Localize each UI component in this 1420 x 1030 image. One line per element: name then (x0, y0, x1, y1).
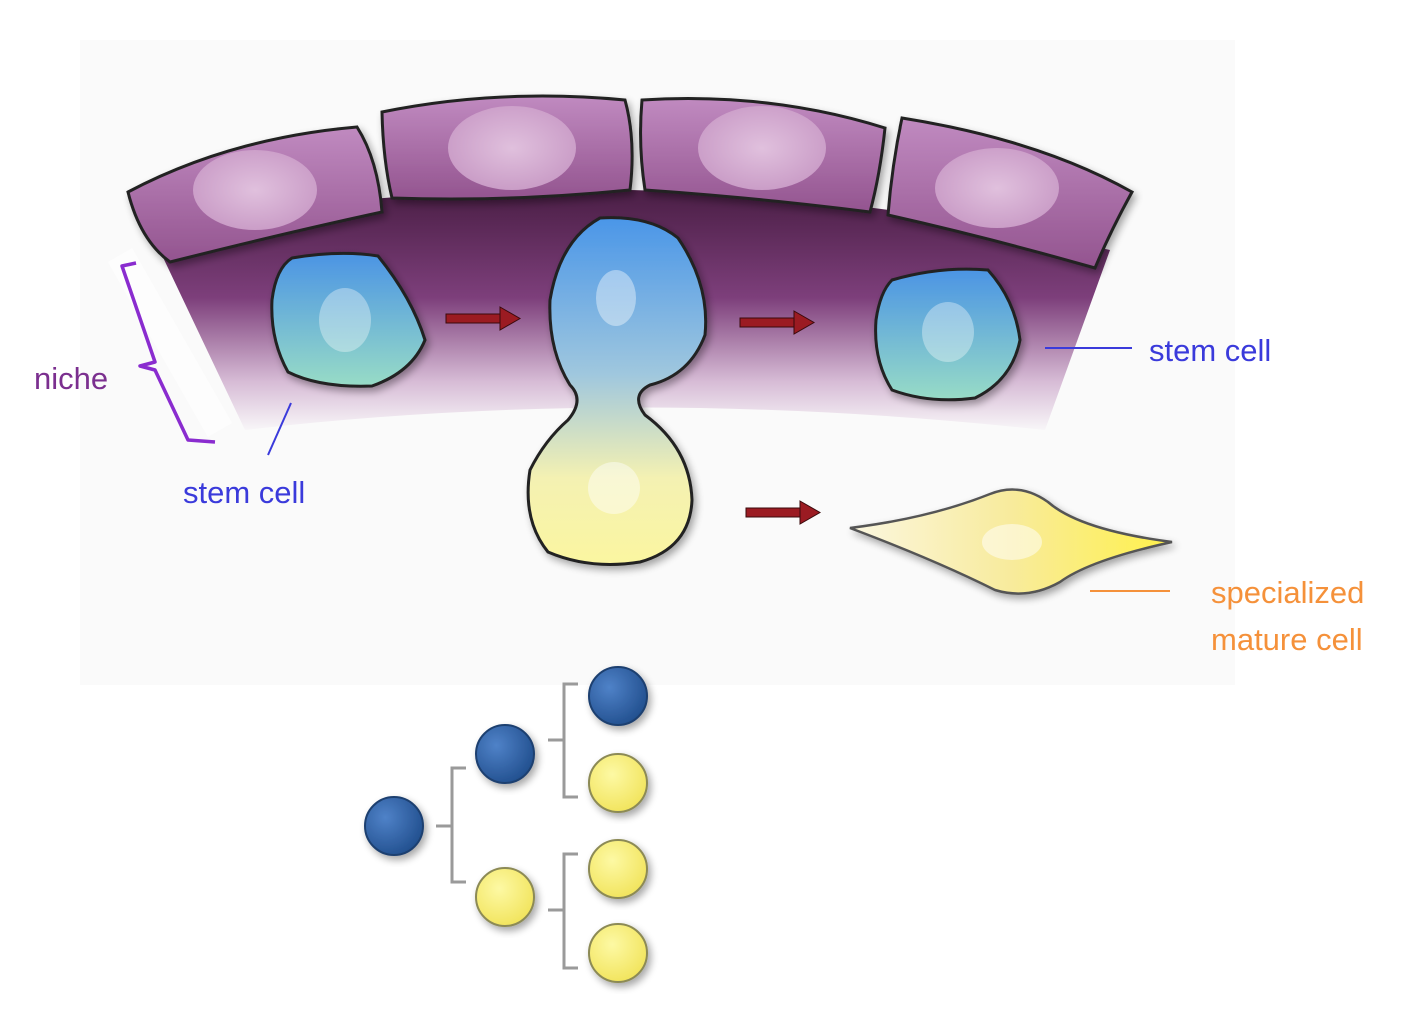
tree-stem-cell-root (364, 796, 424, 856)
specialized-mature-cell (849, 488, 1173, 595)
stem-cell-nucleus (922, 302, 974, 362)
lineage-tree (364, 666, 648, 983)
stem-cell-label-right: stem cell (1149, 333, 1272, 368)
dividing-cell (526, 216, 708, 566)
mature-cell-nucleus (982, 524, 1042, 560)
arrow-division-to-stem (739, 310, 816, 335)
stem-cell-left (270, 251, 427, 388)
epithelial-nucleus (698, 106, 826, 190)
specialized-mature-cell-label: specialized mature cell (1211, 570, 1411, 663)
stem-cell-label-left: stem cell (183, 475, 306, 510)
niche-tissue-edge (107, 248, 233, 437)
stem-cell-left-leader (267, 402, 292, 456)
mature-label-line-1: specialized (1211, 575, 1365, 610)
tree-connector (548, 682, 578, 799)
arrow-division-to-mature (745, 500, 822, 525)
niche-bracket (120, 261, 216, 444)
arrow-stem-to-division (445, 306, 522, 331)
tree-stem-cell-gen1 (475, 724, 535, 784)
tree-connector (548, 852, 578, 970)
epithelial-nucleus (448, 106, 576, 190)
tree-specialized-cell-gen1 (475, 867, 535, 927)
tree-specialized-cell-gen2-a (588, 753, 648, 813)
stem-cell-right (874, 267, 1022, 402)
tree-specialized-cell-gen2-b (588, 839, 648, 899)
dividing-cell-nucleus-top (596, 270, 636, 326)
epithelial-cell-2 (380, 94, 634, 201)
dividing-cell-nucleus-bottom (588, 462, 640, 514)
epithelial-cell-3 (639, 97, 887, 214)
tree-stem-cell-gen2 (588, 666, 648, 726)
epithelial-nucleus (193, 150, 317, 230)
epithelial-cell-4 (886, 116, 1135, 270)
mature-label-line-2: mature cell (1211, 621, 1363, 657)
tree-connector (436, 766, 466, 884)
tree-specialized-cell-gen2-c (588, 923, 648, 983)
epithelial-nucleus (935, 148, 1059, 228)
niche-label: niche (34, 361, 109, 396)
epithelial-cell-1 (126, 125, 384, 264)
stem-cell-nucleus (319, 288, 371, 352)
